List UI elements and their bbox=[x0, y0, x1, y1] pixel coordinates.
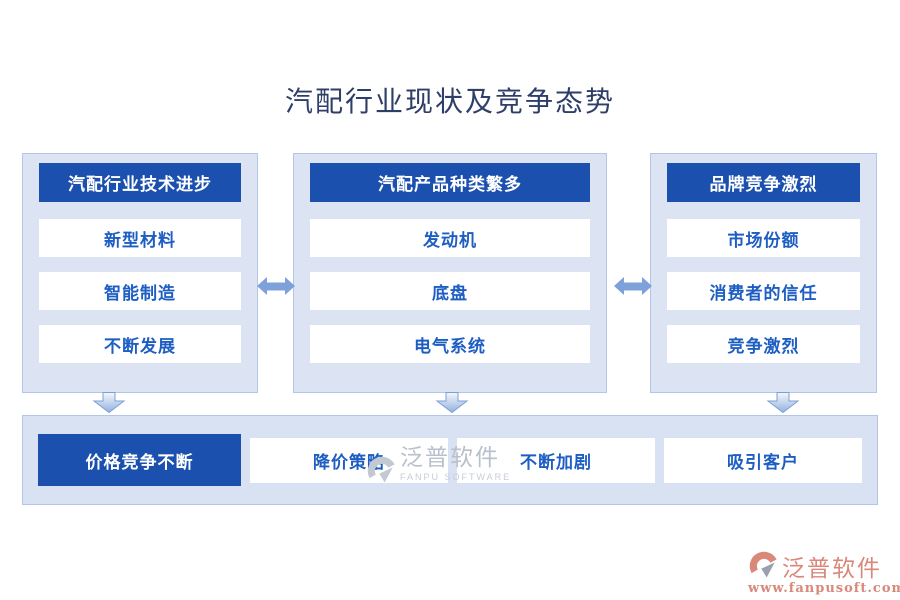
panel-industry-tech: 汽配行业技术进步 新型材料 智能制造 不断发展 bbox=[22, 153, 258, 393]
panel-header: 汽配产品种类繁多 bbox=[310, 163, 590, 202]
panel-item: 消费者的信任 bbox=[667, 272, 860, 310]
panel-item: 市场份额 bbox=[667, 219, 860, 257]
panel-item: 新型材料 bbox=[39, 219, 241, 257]
panel-header: 品牌竞争激烈 bbox=[667, 163, 860, 202]
panel-item: 底盘 bbox=[310, 272, 590, 310]
fanpu-logo-icon bbox=[749, 551, 779, 581]
panel-item: 竞争激烈 bbox=[667, 325, 860, 363]
bottom-item: 降价策略 bbox=[250, 437, 448, 483]
panel-item: 智能制造 bbox=[39, 272, 241, 310]
bottom-item: 不断加剧 bbox=[457, 437, 655, 483]
page-title: 汽配行业现状及竞争态势 bbox=[284, 85, 615, 118]
double-horizontal-arrow-icon bbox=[257, 277, 295, 295]
bottom-item: 吸引客户 bbox=[664, 437, 862, 483]
panel-header: 汽配行业技术进步 bbox=[39, 163, 241, 202]
watermark-corner: 泛普软件 www.fanpusoft.com bbox=[748, 549, 900, 596]
down-arrow-icon bbox=[435, 392, 469, 413]
down-arrow-icon bbox=[766, 392, 800, 413]
panel-item: 发动机 bbox=[310, 219, 590, 257]
panel-product-variety: 汽配产品种类繁多 发动机 底盘 电气系统 bbox=[293, 153, 607, 393]
bottom-band: 价格竞争不断 降价策略 不断加剧 吸引客户 bbox=[22, 415, 878, 505]
corner-url: www.fanpusoft.com bbox=[748, 581, 900, 596]
panel-item: 电气系统 bbox=[310, 325, 590, 363]
bottom-header-box: 价格竞争不断 bbox=[38, 434, 241, 486]
down-arrow-icon bbox=[92, 392, 126, 413]
double-horizontal-arrow-icon bbox=[614, 277, 652, 295]
panel-item: 不断发展 bbox=[39, 325, 241, 363]
panel-brand-competition: 品牌竞争激烈 市场份额 消费者的信任 竞争激烈 bbox=[650, 153, 877, 393]
corner-brand: 泛普软件 bbox=[782, 556, 882, 582]
